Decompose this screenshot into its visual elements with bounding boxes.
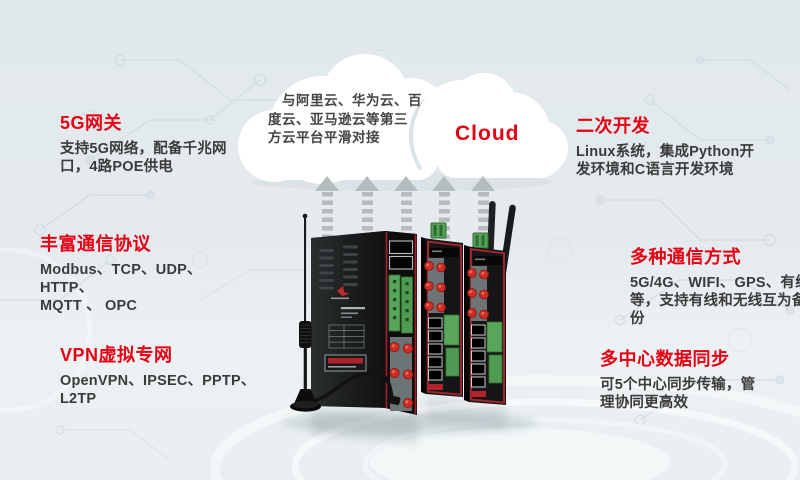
ethernet-ports	[428, 317, 443, 381]
spec-table	[328, 324, 365, 349]
antenna-cable	[308, 371, 394, 404]
ripple-rings	[0, 247, 800, 480]
brand-logo	[331, 286, 350, 300]
cloud-platforms-text: 与阿里云、华为云、百 度云、亚马逊云等第三 方云平台平滑对接	[268, 93, 422, 145]
ethernet-ports	[471, 324, 486, 388]
up-arrow-icon	[471, 176, 495, 246]
feature-protocols: 丰富通信协议 Modbus、TCP、UDP、HTTP、 MQTT 、 OPC	[40, 230, 250, 315]
feature-desc: 可5个中心同步传输，管 理协同更高效	[600, 377, 756, 411]
device-reflection	[282, 396, 538, 445]
up-arrow-icon	[394, 176, 418, 246]
feature-secondary-dev: 二次开发 Linux系统，集成Python开 发环境和C语言开发环境	[576, 112, 776, 179]
sma-connectors	[467, 268, 489, 320]
up-arrow-icon	[315, 176, 339, 246]
vent-slots	[319, 245, 358, 290]
gateway-device-large	[311, 231, 417, 415]
feature-desc: 支持5G网络，配备千兆网 口，4路POE供电	[60, 141, 227, 175]
feature-comm-modes: 多种通信方式 5G/4G、WIFI、GPS、有线 等，支持有线和无线互为备 份	[630, 243, 800, 328]
feature-multicenter-sync: 多中心数据同步 可5个中心同步传输，管 理协同更高效	[600, 345, 790, 412]
feature-vpn: VPN虚拟专网 OpenVPN、IPSEC、PPTP、 L2TP	[60, 341, 260, 408]
feature-title: 5G网关	[60, 113, 123, 133]
antenna-icon	[290, 213, 401, 412]
feature-desc: Modbus、TCP、UDP、HTTP、 MQTT 、 OPC	[40, 262, 202, 314]
feature-title: 多中心数据同步	[600, 349, 730, 369]
sma-connectors	[389, 341, 414, 409]
up-arrow-icon	[355, 176, 379, 246]
feature-desc: Linux系统，集成Python开 发环境和C语言开发环境	[576, 144, 755, 178]
gateway-device-middle	[421, 222, 463, 397]
gateway-device-right	[464, 201, 516, 405]
feature-title: 丰富通信协议	[40, 234, 151, 254]
feature-title: VPN虚拟专网	[60, 345, 173, 365]
feature-title: 二次开发	[576, 116, 650, 136]
feature-5g-gateway: 5G网关 支持5G网络，配备千兆网 口，4路POE供电	[60, 109, 260, 176]
router-devices-illustration	[282, 201, 538, 445]
ethernet-ports	[388, 240, 414, 270]
device-label	[324, 354, 367, 372]
feature-title: 多种通信方式	[630, 247, 741, 267]
sma-connectors	[424, 261, 446, 313]
cloud-label: Cloud	[455, 122, 520, 145]
up-arrow-icon	[432, 176, 456, 246]
feature-desc: 5G/4G、WIFI、GPS、有线 等，支持有线和无线互为备 份	[630, 275, 800, 327]
feature-desc: OpenVPN、IPSEC、PPTP、 L2TP	[60, 373, 256, 407]
